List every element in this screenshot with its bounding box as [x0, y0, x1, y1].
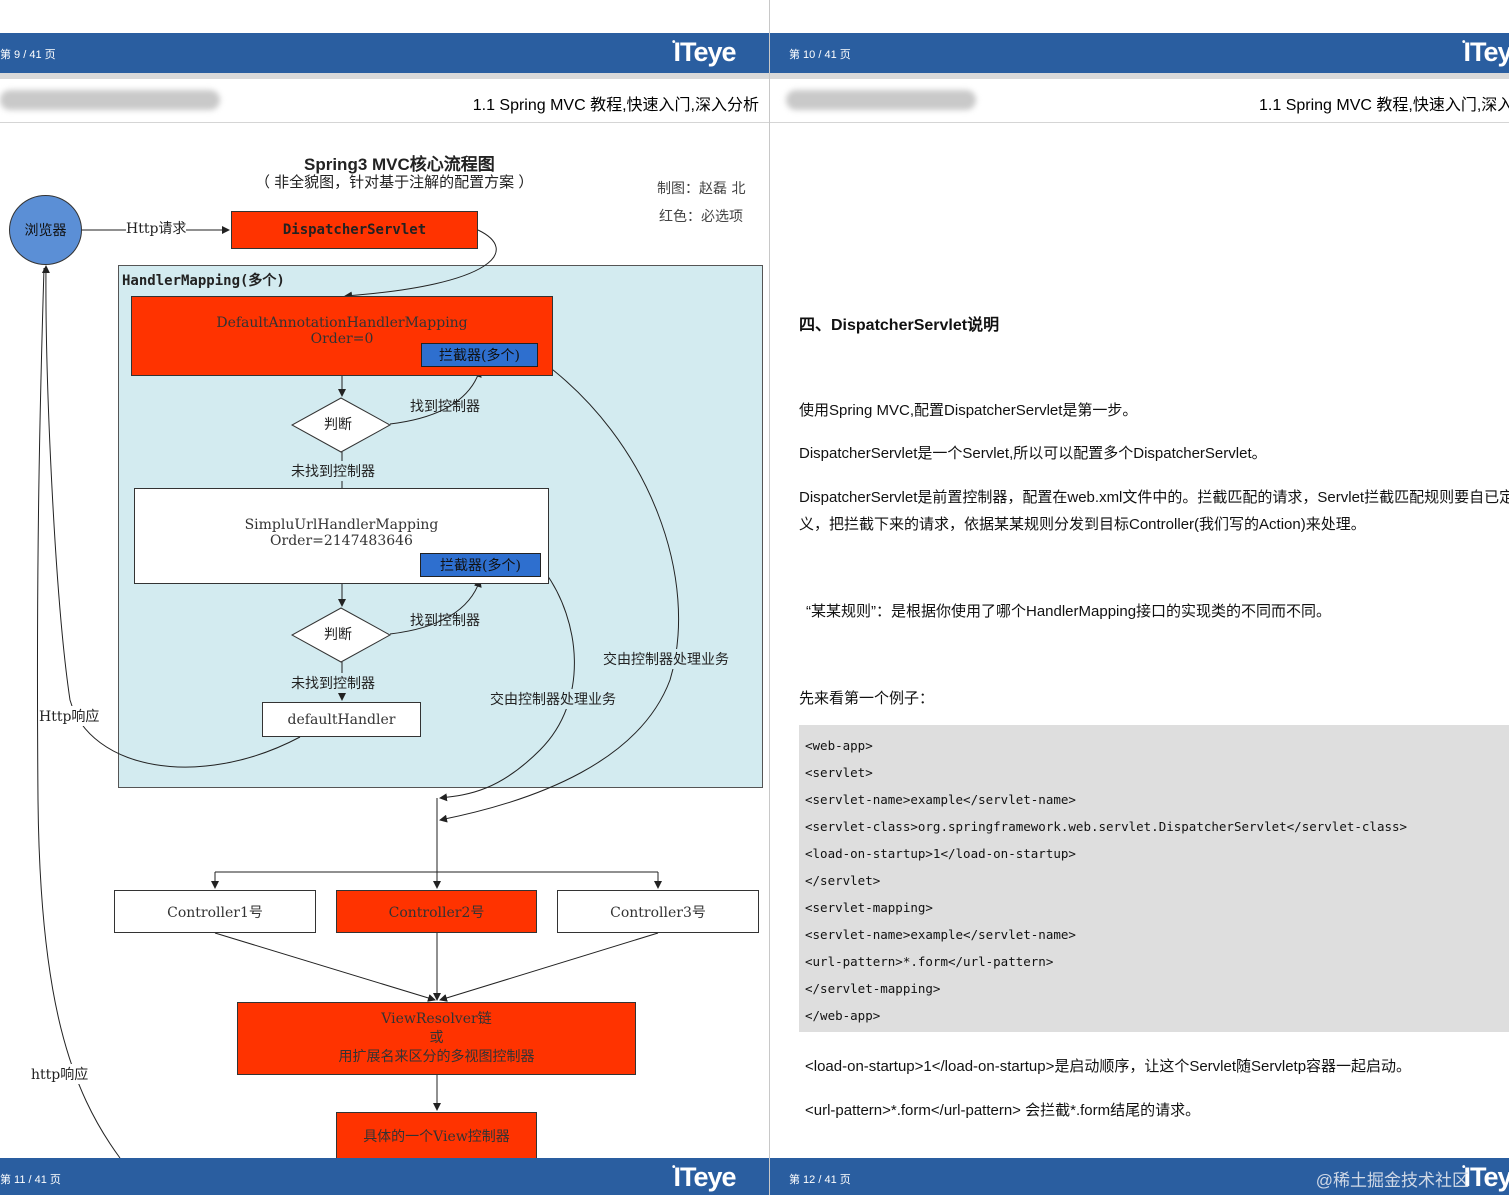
paragraph-4: “某某规则”：是根据你使用了哪个HandlerMapping接口的实现类的不同而… — [806, 603, 1332, 620]
found-label-2: 找到控制器 — [410, 613, 480, 629]
diagram-subtitle: （ 非全貌图，针对基于注解的配置方案 ） — [255, 174, 534, 191]
simple-mapping-label: SimpluUrlHandlerMapping — [244, 517, 439, 533]
pdf-page-left: 第 9 / 41 页 •ITeye 1.1 Spring MVC 教程,快速入门… — [0, 33, 769, 1195]
page-number: 第 12 / 41 页 — [789, 1174, 851, 1186]
view-resolver-node: ViewResolver链 或 用扩展名来区分的多视图控制器 — [237, 1002, 636, 1075]
judge-label: 判断 — [324, 627, 352, 643]
found-label-1: 找到控制器 — [410, 399, 480, 415]
not-found-label-1: 未找到控制器 — [291, 461, 375, 481]
controller-2-label: Controller2号 — [388, 904, 485, 921]
interceptor-label: 拦截器(多个) — [439, 348, 520, 364]
page-header-bar: 第 9 / 41 页 •ITeye — [0, 33, 769, 79]
not-found-label-2: 未找到控制器 — [291, 673, 375, 693]
section-heading: 四、DispatcherServlet说明 — [799, 317, 1000, 334]
code-line-2: <servlet> — [805, 765, 873, 780]
page-divider — [769, 0, 770, 1195]
paragraph-1: 使用Spring MVC,配置DispatcherServlet是第一步。 — [799, 402, 1138, 419]
page-number: 第 9 / 41 页 — [0, 49, 56, 61]
default-handler-node: defaultHandler — [262, 702, 421, 737]
controller-1-node: Controller1号 — [114, 890, 316, 933]
document-header: 1.1 Spring MVC 教程,快速入门,深入分析 — [0, 80, 769, 123]
code-block: <web-app> <servlet> <servlet-name>exampl… — [799, 725, 1509, 1032]
iteye-logo: •ITeye — [672, 37, 737, 67]
controller-3-node: Controller3号 — [557, 890, 759, 933]
judge-diamond-2: 判断 — [291, 607, 391, 663]
redacted-text — [0, 90, 220, 110]
default-annotation-mapping-node: DefaultAnnotationHandlerMapping Order=0 — [131, 296, 553, 376]
document-title: 1.1 Spring MVC 教程,快速入门,深入 — [1259, 97, 1509, 114]
http-request-label: Http请求 — [126, 218, 187, 238]
page-number: 第 11 / 41 页 — [0, 1174, 61, 1186]
code-line-6: </servlet> — [805, 873, 881, 888]
page-footer-bar: 第 11 / 41 页 •ITeye — [0, 1158, 769, 1195]
http-response-lower-label: http响应 — [31, 1064, 89, 1084]
interceptor-box-2: 拦截器(多个) — [420, 553, 541, 577]
default-mapping-label: DefaultAnnotationHandlerMapping — [216, 315, 468, 331]
code-line-3: <servlet-name>example</servlet-name> — [805, 792, 1076, 807]
judge-diamond-1: 判断 — [291, 397, 391, 453]
view-controller-label: 具体的一个View控制器 — [363, 1128, 510, 1145]
document-title: 1.1 Spring MVC 教程,快速入门,深入分析 — [472, 97, 759, 114]
http-response-label: Http响应 — [39, 706, 100, 726]
interceptor-box-1: 拦截器(多个) — [421, 343, 538, 367]
page-header-bar: 第 10 / 41 页 •ITeye — [770, 33, 1509, 79]
dispatcher-servlet-node: DispatcherServlet — [231, 211, 478, 249]
iteye-logo: •ITeye — [1462, 37, 1509, 67]
diagram-legend: 红色：必选项 — [659, 209, 743, 225]
code-line-1: <web-app> — [805, 738, 873, 753]
page-footer-bar: 第 12 / 41 页 •ITeye — [770, 1158, 1509, 1195]
controller-3-label: Controller3号 — [610, 904, 706, 921]
paragraph-3b: 义，把拦截下来的请求，依据某某规则分发到目标Controller(我们写的Act… — [799, 516, 1366, 533]
default-handler-label: defaultHandler — [287, 711, 396, 728]
controller-1-label: Controller1号 — [167, 904, 263, 921]
iteye-logo: •ITeye — [1462, 1162, 1509, 1192]
redacted-text — [786, 90, 976, 110]
paragraph-3a: DispatcherServlet是前置控制器，配置在web.xml文件中的。拦… — [799, 489, 1509, 506]
code-line-11: </web-app> — [805, 1008, 881, 1023]
dispatcher-label: DispatcherServlet — [282, 222, 427, 238]
code-line-7: <servlet-mapping> — [805, 900, 933, 915]
code-line-8: <servlet-name>example</servlet-name> — [805, 927, 1076, 942]
page-number: 第 10 / 41 页 — [789, 49, 851, 61]
code-line-9: <url-pattern>*.form</url-pattern> — [805, 954, 1054, 969]
view-resolver-line-1: ViewResolver链 — [381, 1011, 492, 1027]
code-line-5: <load-on-startup>1</load-on-startup> — [805, 846, 1076, 861]
interceptor-label: 拦截器(多个) — [440, 558, 521, 574]
browser-node: 浏览器 — [9, 195, 82, 265]
view-controller-node: 具体的一个View控制器 — [336, 1112, 537, 1158]
diagram-author: 制图：赵磊 北 — [657, 181, 746, 197]
paragraph-6: <load-on-startup>1</load-on-startup>是启动顺… — [805, 1058, 1412, 1075]
code-line-10: </servlet-mapping> — [805, 981, 941, 996]
paragraph-2: DispatcherServlet是一个Servlet,所以可以配置多个Disp… — [799, 445, 1267, 462]
simple-order-label: Order=2147483646 — [270, 533, 413, 549]
browser-label: 浏览器 — [24, 223, 67, 239]
pdf-page-right: 第 10 / 41 页 •ITeye 1.1 Spring MVC 教程,快速入… — [770, 0, 1509, 1195]
paragraph-7: <url-pattern>*.form</url-pattern> 会拦截*.f… — [805, 1102, 1201, 1119]
view-resolver-line-2: 或 — [429, 1030, 444, 1046]
handler-mapping-label: HandlerMapping(多个) — [122, 273, 285, 289]
code-line-4: <servlet-class>org.springframework.web.s… — [805, 819, 1408, 834]
judge-label: 判断 — [324, 417, 352, 433]
document-header: 1.1 Spring MVC 教程,快速入门,深入 — [770, 80, 1509, 123]
paragraph-5: 先来看第一个例子： — [799, 690, 935, 707]
controller-2-node: Controller2号 — [336, 890, 537, 933]
watermark: @稀土掘金技术社区 — [1315, 1171, 1469, 1190]
iteye-logo: •ITeye — [672, 1162, 737, 1192]
diagram-title: Spring3 MVC核心流程图 — [304, 155, 495, 174]
view-resolver-line-3: 用扩展名来区分的多视图控制器 — [338, 1049, 535, 1065]
delegate-label-1: 交由控制器处理业务 — [603, 649, 729, 669]
delegate-label-2: 交由控制器处理业务 — [490, 689, 616, 709]
default-order-label: Order=0 — [310, 331, 374, 347]
